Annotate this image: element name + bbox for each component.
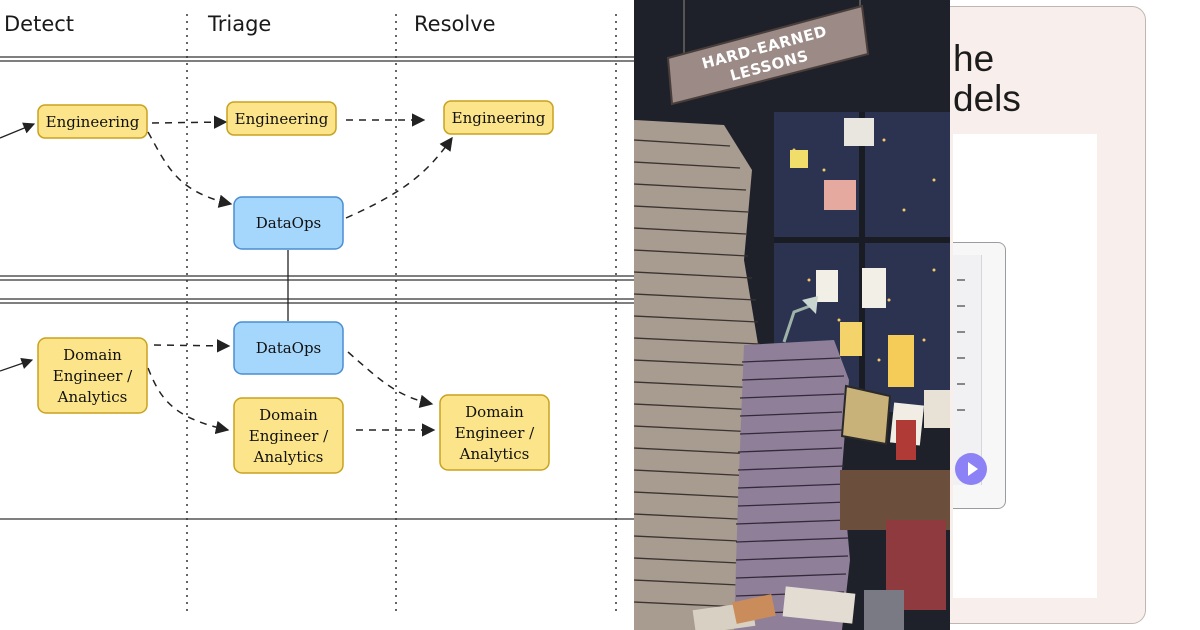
phase-header-detect: Detect (4, 12, 74, 36)
svg-text:Engineering: Engineering (452, 109, 546, 127)
node-engineering-triage: Engineering (226, 101, 337, 136)
svg-text:Engineer /: Engineer / (455, 424, 535, 442)
node-domain-engineer-triage: Domain Engineer / Analytics (233, 397, 344, 474)
edge-eng-detect-to-eng-triage (151, 115, 228, 129)
sticky-note (816, 270, 838, 302)
phase-header-resolve: Resolve (414, 12, 496, 36)
svg-text:Engineer /: Engineer / (249, 427, 329, 445)
tick-mark (957, 383, 965, 385)
svg-text:Domain: Domain (63, 346, 122, 364)
card-preview-area (953, 134, 1097, 598)
edge-eng-detect-to-dataops (147, 131, 233, 208)
svg-text:Engineering: Engineering (235, 110, 329, 128)
node-domain-engineer-detect: Domain Engineer / Analytics (37, 337, 148, 414)
svg-text:Analytics: Analytics (57, 388, 128, 406)
edge-dataops-to-domain-resolve (347, 351, 434, 408)
chat-input-mockup (953, 242, 1006, 509)
lane-divider (0, 298, 634, 304)
sticky-note (790, 150, 808, 168)
sticky-note (824, 180, 856, 210)
tick-mark (957, 305, 965, 307)
tick-mark (957, 409, 965, 411)
svg-text:Domain: Domain (465, 403, 524, 421)
lane-divider (0, 275, 634, 281)
node-engineering-detect: Engineering (37, 104, 148, 139)
edge-entry-bottom (0, 357, 34, 372)
node-domain-engineer-resolve: Domain Engineer / Analytics (439, 394, 550, 471)
send-button[interactable] (955, 453, 987, 485)
sticky-note (862, 268, 886, 308)
lane-divider (0, 56, 634, 62)
card-heading: he dels (953, 38, 1021, 119)
send-arrow-icon (967, 462, 978, 476)
paper-stack-left (634, 120, 764, 630)
phase-header-triage: Triage (207, 12, 271, 36)
paper-stack-middle (734, 296, 850, 630)
svg-text:DataOps: DataOps (256, 214, 322, 232)
sticky-note (840, 322, 862, 356)
node-dataops-triage-top: DataOps (233, 196, 344, 250)
desk-monitor (840, 384, 950, 610)
edge-dataops-to-eng-resolve (345, 136, 453, 219)
node-dataops-triage-bottom: DataOps (233, 321, 344, 375)
illustration-hard-earned-lessons: HARD-EARNED LESSONS (634, 0, 950, 630)
svg-text:DataOps: DataOps (256, 339, 322, 357)
svg-text:Engineering: Engineering (46, 113, 140, 131)
product-card: he dels (950, 6, 1146, 624)
chat-input-scroll-area (953, 255, 982, 485)
tick-mark (957, 279, 965, 281)
svg-text:Analytics: Analytics (253, 448, 324, 466)
swimlane-diagram: Detect Triage Resolve (0, 12, 634, 615)
sticky-note (888, 335, 914, 387)
floor-papers (692, 586, 904, 630)
tick-mark (957, 331, 965, 333)
edge-domain-detect-to-dataops (153, 339, 231, 353)
edge-entry-top (0, 122, 36, 139)
tick-mark (957, 357, 965, 359)
svg-text:Domain: Domain (259, 406, 318, 424)
svg-text:Analytics: Analytics (459, 445, 530, 463)
edge-domain-detect-to-domain-triage (147, 367, 230, 435)
product-card-panel: he dels (950, 0, 1200, 630)
node-engineering-resolve: Engineering (443, 100, 554, 135)
svg-text:Engineer /: Engineer / (53, 367, 133, 385)
sticky-note (844, 118, 874, 146)
